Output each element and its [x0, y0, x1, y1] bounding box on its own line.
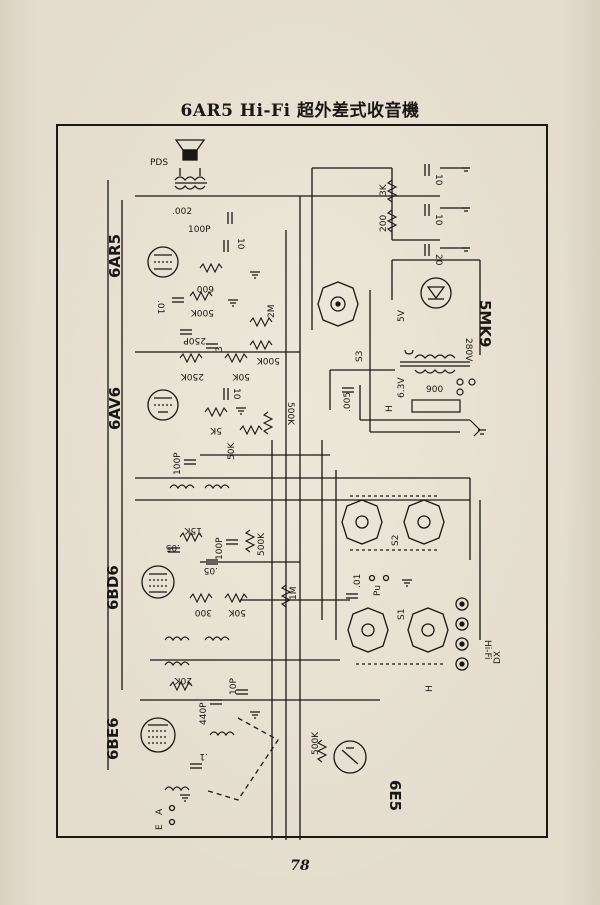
label-pu-cap: .01 [353, 574, 363, 588]
label-filter-res1: 3K [379, 183, 389, 196]
label-cathode-cap-av6: 10 [231, 388, 241, 400]
page-title: 6AR5 Hi-Fi 超外差式收音機 [180, 101, 420, 121]
switch-s3-icon [317, 281, 359, 327]
label-det-res2: 500K [257, 532, 267, 556]
label-osc-cap: 10P [229, 678, 239, 695]
label-det-cap: 100P [173, 452, 183, 475]
label-trimmer: 440P [199, 702, 209, 725]
label-filter-cap2: 10 [433, 214, 443, 226]
label-heater-h: H [385, 405, 395, 412]
label-heater-63v: 6.3V [397, 377, 407, 398]
label-e5-res: 500K [311, 731, 321, 755]
speaker-label: PDS [150, 158, 168, 168]
switch-s2-icon [341, 495, 445, 551]
tube-6ar5-icon [147, 246, 179, 278]
label-filter-cap3: 20 [433, 254, 443, 266]
label-cathode-res-out: 600 [197, 283, 214, 293]
switch-s1-icon [347, 607, 449, 665]
label-cathode-res-av6: 5K [209, 425, 222, 435]
label-switch-s2: S2 [391, 535, 401, 546]
tube-label-6ar5: 6AR5 [106, 234, 124, 278]
label-tone-cap2: 3 [215, 346, 225, 352]
label-filter-cap1: 10 [433, 174, 443, 186]
tube-label-6e5: 6E5 [386, 780, 404, 811]
tube-label-6be6: 6BE6 [104, 717, 122, 760]
antenna-terminals [168, 804, 176, 826]
tube-6e5-icon [333, 740, 367, 774]
label-grid-res-av6: 50K [232, 371, 250, 381]
label-screen-res-bd6: 50K [228, 607, 246, 617]
label-coupling-cap-out: .01 [155, 300, 165, 314]
label-tone-cap: 250P [183, 335, 206, 345]
label-dx: DX [493, 651, 503, 664]
label-avc-res: 1M [289, 587, 299, 601]
label-bypass-05a: .05 [166, 542, 180, 552]
label-heater-5v: 5V [397, 309, 407, 322]
output-transformer [174, 168, 207, 190]
tube-6be6-icon [140, 717, 176, 753]
output-cap-label: .002 [172, 207, 192, 217]
resistor-symbols [169, 179, 398, 763]
label-plate-res-av6: 250K [180, 371, 204, 381]
label-pu: Pu [373, 585, 383, 596]
label-switch-s1: S1 [397, 609, 407, 620]
gang-coupling-line [204, 717, 279, 801]
label-hifi: Hi-Fi [482, 640, 492, 660]
label-osc-res: 20K [174, 675, 192, 685]
label-tone-res: 2M [267, 305, 277, 319]
label-cathode-res-bd6: 300 [195, 607, 212, 617]
pu-terminals [368, 574, 390, 582]
tube-5mk9-icon [420, 277, 452, 309]
tube-label-5mk9: 5MK9 [476, 300, 494, 347]
power-transformer [400, 349, 486, 437]
label-bypass-05b: .05 [204, 565, 218, 575]
label-feedback-cap: 100P [188, 225, 211, 235]
label-volume: 500K [285, 402, 295, 426]
label-hv-280v: 280V [463, 338, 473, 362]
capacitor-symbols [168, 164, 430, 769]
tube-6av6-icon [147, 389, 179, 421]
label-ant-cap: .1 [199, 751, 208, 761]
ground-symbols [180, 167, 470, 802]
label-cathode-cap-out: 10 [235, 238, 245, 250]
label-det-cap2: 100P [215, 537, 225, 560]
band-jacks [455, 597, 469, 671]
label-filter-res2: 200 [379, 215, 389, 232]
label-det-res: 50K [227, 442, 237, 460]
page-number: 78 [290, 858, 310, 874]
tube-label-6bd6: 6BD6 [104, 565, 122, 610]
tube-label-6av6: 6AV6 [106, 387, 124, 430]
label-tone-res2: 500K [256, 355, 280, 365]
label-mains-taps: 900 [426, 385, 443, 395]
label-screen-res: 15K [184, 525, 202, 535]
label-earth: E [155, 824, 165, 830]
label-grid-res-out: 500K [190, 307, 214, 317]
label-bypass-005: .005 [343, 392, 353, 412]
label-heater-h2: H [425, 685, 435, 692]
if-transformer-coils [164, 484, 235, 792]
label-ant: A [155, 808, 165, 815]
tube-6bd6-icon [141, 565, 175, 599]
schematic-frame [56, 124, 548, 838]
main-wiring [107, 167, 481, 840]
speaker-icon [174, 139, 206, 161]
label-switch-s3: S3 [355, 351, 365, 362]
